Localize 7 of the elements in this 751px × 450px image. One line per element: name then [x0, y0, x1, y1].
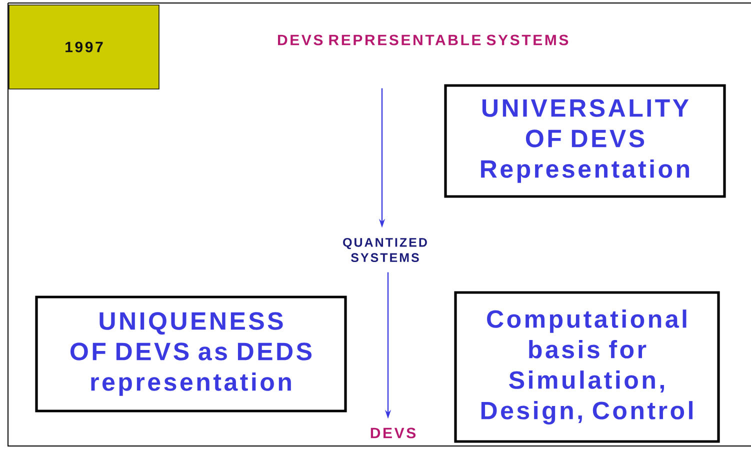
heading: DEVS REPRESENTABLE SYSTEMS — [278, 34, 568, 46]
stage-label: QUANTIZED SYSTEMS — [343, 238, 427, 262]
text-box: Computational basis for Simulation, Design, Control — [454, 291, 720, 443]
text-box: UNIVERSALITY OF DEVS Representation — [444, 84, 726, 198]
text-box: UNIQUENESS OF DEVS as DEDS representation — [35, 296, 347, 412]
year-box: 1997 — [8, 4, 160, 90]
stage-label: DEVS — [370, 428, 416, 438]
